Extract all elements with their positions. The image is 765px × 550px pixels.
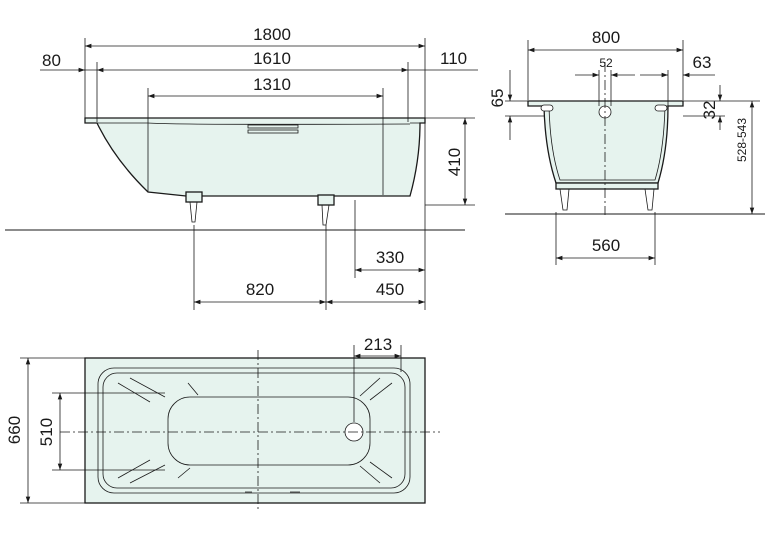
- dim-rim-length: 1610: [253, 49, 291, 68]
- top-view: 660 510 213: [5, 335, 440, 510]
- dim-left-rim: 80: [42, 51, 61, 70]
- end-view: 800 52 63 65 32 528-543 560: [488, 28, 765, 265]
- side-view-leg-right: [317, 194, 335, 226]
- dim-drain-diameter: 52: [599, 56, 613, 70]
- dim-top-inner-width: 510: [37, 418, 56, 446]
- dim-foot-right-offset: 450: [376, 280, 404, 299]
- dim-overflow-height: 32: [700, 101, 719, 120]
- dim-leg-spacing: 820: [246, 280, 274, 299]
- dim-top-width: 660: [5, 416, 24, 444]
- top-view-basin-floor: [167, 396, 371, 466]
- dim-leg-right-offset: 330: [376, 248, 404, 267]
- side-view: 1800 1610 80 110 1310 410 330 820 450: [5, 25, 478, 310]
- dim-right-rim: 110: [440, 49, 467, 68]
- dim-height-range: 528-543: [735, 118, 749, 162]
- dim-total-length: 1800: [253, 25, 291, 44]
- dim-drain-offset: 213: [364, 335, 392, 354]
- side-view-leg-left: [185, 191, 203, 223]
- dim-leg-width: 560: [592, 236, 620, 255]
- top-view-inner-basin: [97, 367, 411, 494]
- dim-rim-offset: 63: [693, 53, 712, 72]
- dim-rim-depth: 65: [488, 89, 507, 108]
- dim-inner-length: 1310: [253, 75, 291, 94]
- dim-depth: 410: [445, 148, 464, 176]
- dim-end-width: 800: [592, 28, 620, 47]
